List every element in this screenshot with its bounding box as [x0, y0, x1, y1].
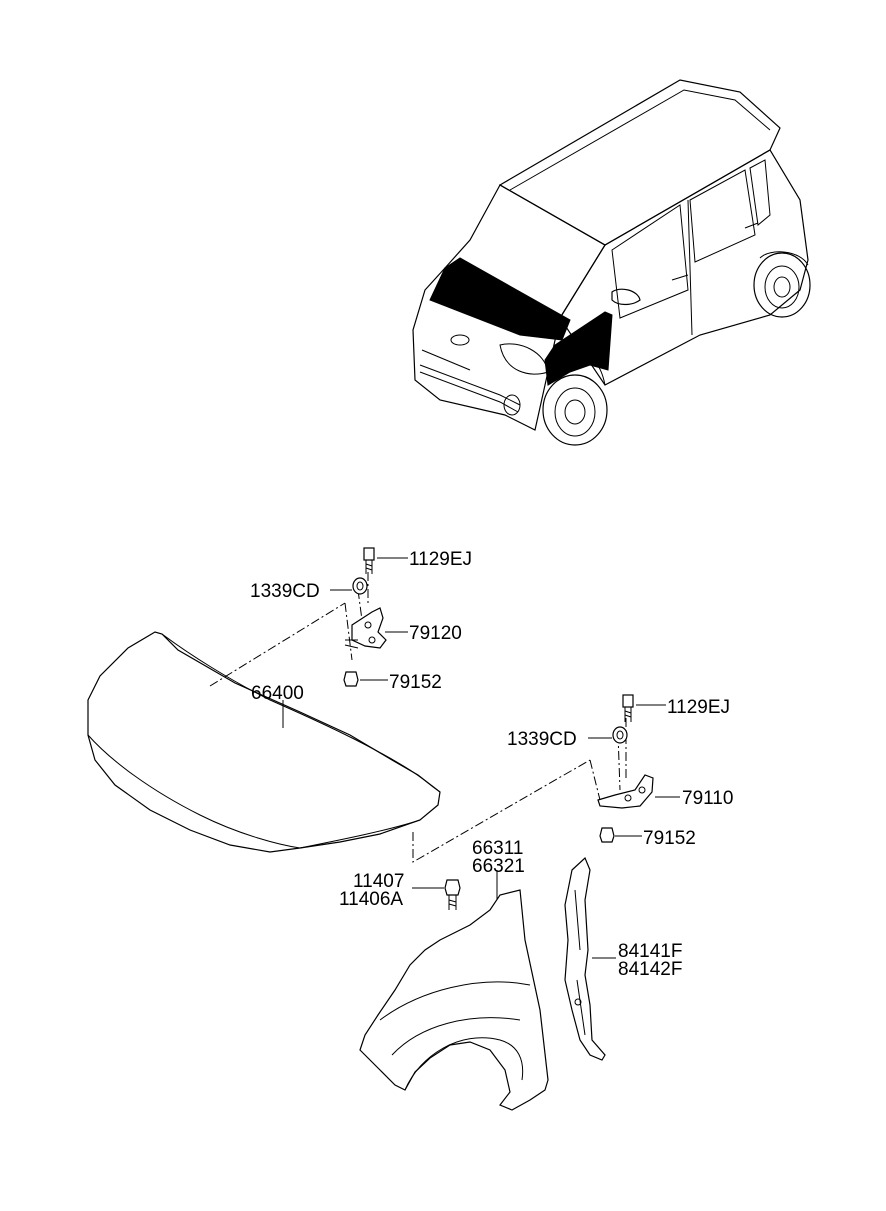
callout-1129ej-lh: 1129EJ: [409, 549, 472, 570]
leader-lines: [209, 572, 643, 863]
hinge-rh-assembly: [597, 694, 654, 843]
hood-panel: [87, 631, 441, 853]
fender-bolt: [444, 879, 461, 910]
callout-11406a: 11406A: [339, 889, 403, 910]
callout-11407: 11407: [353, 871, 404, 892]
callout-79120: 79120: [409, 623, 462, 644]
callout-1129ej-rh: 1129EJ: [667, 697, 730, 718]
hinge-lh-assembly: [343, 547, 387, 687]
fender-panel: [359, 889, 549, 1111]
callout-66311: 66311: [472, 838, 523, 859]
callout-79152-rh: 79152: [643, 828, 696, 849]
callout-66321: 66321: [472, 856, 525, 877]
callout-66400: 66400: [251, 683, 304, 704]
callout-84141f: 84141F: [618, 941, 682, 962]
callout-84142f: 84142F: [618, 959, 682, 980]
callout-79152-lh: 79152: [389, 672, 442, 693]
vehicle-illustration: [412, 79, 811, 446]
callout-1339cd-rh: 1339CD: [507, 729, 577, 750]
callout-1339cd-lh: 1339CD: [250, 581, 320, 602]
fender-bracket: [564, 856, 606, 1061]
callout-79110: 79110: [682, 788, 733, 809]
